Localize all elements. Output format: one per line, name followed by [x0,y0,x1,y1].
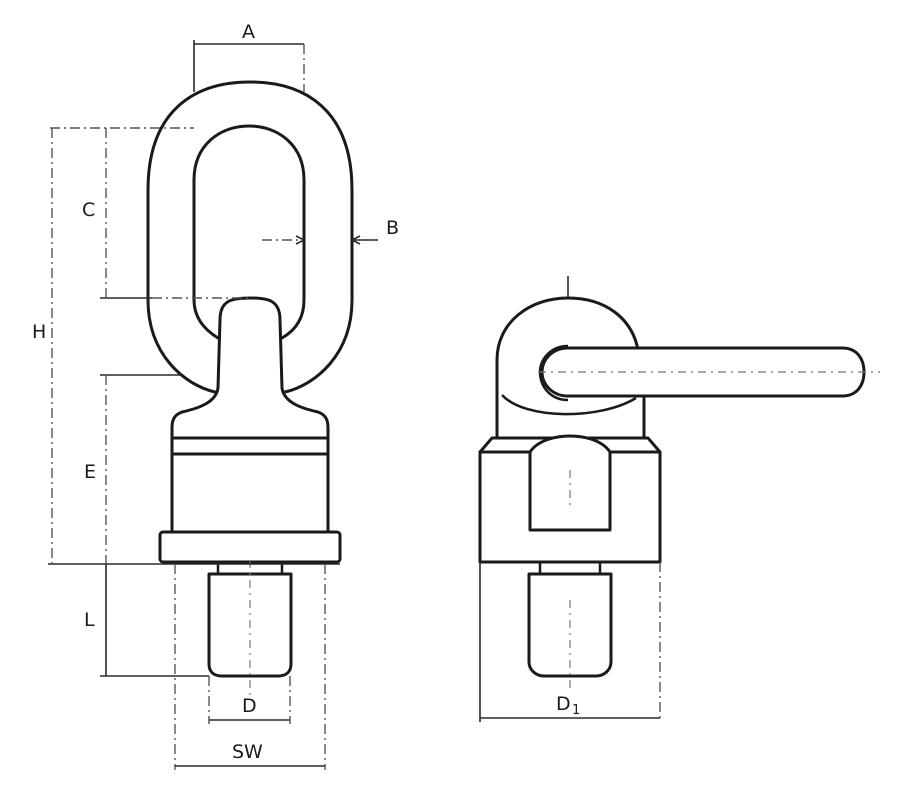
flange [158,530,342,564]
dimension-d: D [208,676,291,724]
ring-inner [192,124,306,340]
head-curve [501,394,637,416]
side-view: D 1 [478,276,880,722]
side-thread-neck [538,560,602,576]
body-collar [170,436,330,456]
front-view: A B C H E [32,21,399,770]
dimension-b: B [262,217,399,245]
label-c: C [82,199,95,221]
dimension-c: C [82,128,107,298]
label-b: B [386,217,399,239]
label-h: H [32,321,46,343]
dimension-sw: SW [174,564,326,770]
label-e: E [84,461,96,483]
label-d1: D [556,693,571,715]
dimension-h: H [32,128,53,564]
label-l: L [84,609,95,631]
dimension-l: L [84,564,107,676]
dimension-d1: D 1 [479,562,661,722]
dimension-e: E [84,375,107,564]
label-d: D [242,695,257,717]
label-a: A [242,21,255,43]
label-sw: SW [232,741,263,763]
label-d1-subscript: 1 [572,703,580,718]
neck [170,296,330,442]
body [170,452,330,534]
dimension-a: A [193,21,305,92]
